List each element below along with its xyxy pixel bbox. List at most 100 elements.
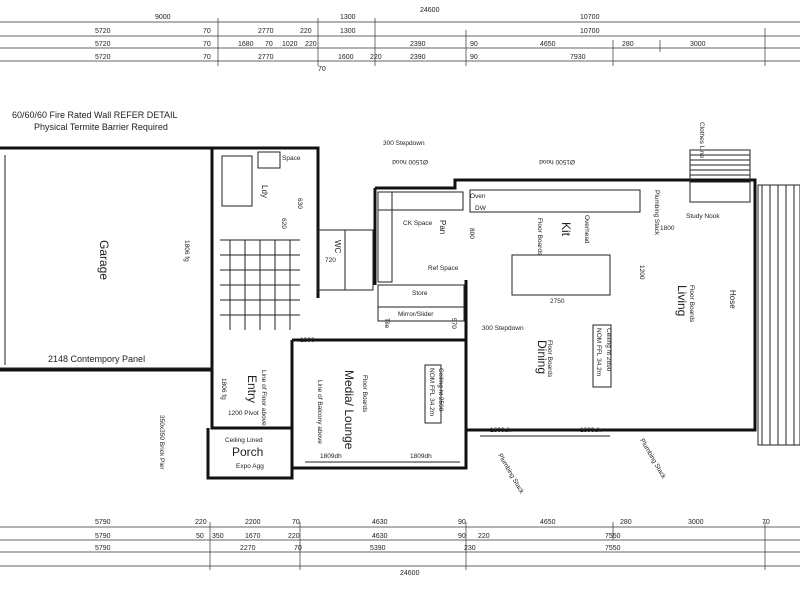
dim-bot-2-g: 90 (458, 533, 466, 540)
plumbing-stack-1: Plumbing Stack (496, 453, 525, 496)
dim-bot-2-h: 220 (478, 533, 490, 540)
dim-top-3-i: 4650 (540, 41, 556, 48)
living-ffl: NOM FFL 34.2m (595, 328, 602, 376)
room-oven: Oven (470, 193, 486, 200)
lounge-ffl: NOM FFL 34.2m (428, 368, 435, 416)
porch-ceiling: Ceiling Lined (225, 437, 263, 444)
dim-620: 620 (280, 218, 287, 229)
kit-floor: Floor Boards (536, 218, 543, 256)
entry-floor-above: Line of Floor above (260, 370, 267, 426)
dim-bot-2-b: 50 (196, 533, 204, 540)
dim-top-4-e: 1600 (338, 54, 354, 61)
kit-bench-dim: 2750 (550, 298, 565, 305)
dim-top-overall: 24600 (420, 7, 440, 14)
dim-bot-1-b: 220 (195, 519, 207, 526)
dim-top-3-d: 70 (265, 41, 273, 48)
garage-dim: 1806 fg (183, 240, 190, 262)
room-mirror: Mirror/Slider (398, 311, 434, 318)
dim-top-1-a: 9000 (155, 14, 171, 21)
dim-bot-1-d: 70 (292, 519, 300, 526)
stepdown-mid-note: 300 Stepdown (482, 325, 524, 332)
plumbing-stack-2: Plumbing Stack (638, 438, 667, 481)
lounge-ceiling: Ceiling ht 2590 (437, 368, 444, 412)
lounge-balcony: Line of Balcony above (316, 380, 323, 444)
clothes-line-note: Clothes Line (698, 122, 705, 159)
dining-floor: Floor Boards (546, 340, 553, 378)
window-dining-1: 1809dh (490, 427, 512, 434)
dim-bot-overall: 24600 (400, 570, 420, 577)
dim-bot-1-e: 4630 (372, 519, 388, 526)
dim-top-3-e: 1020 (282, 41, 298, 48)
dim-bot-1-f: 90 (458, 519, 466, 526)
dim-top-3-f: 220 (305, 41, 317, 48)
dim-top-2-a: 5720 (95, 28, 111, 35)
garage-panel-note: 2148 Contempory Panel (48, 354, 145, 364)
dim-top-3-h: 90 (470, 41, 478, 48)
window-lounge-1: 1809dh (320, 453, 342, 460)
room-lounge: Media/ Lounge (342, 370, 356, 450)
dim-bot-3-d: 5390 (370, 545, 386, 552)
dim-top-4-h: 90 (470, 54, 478, 61)
room-ldy: Ldy (260, 185, 269, 198)
dim-bot-2-f: 4630 (372, 533, 388, 540)
dim-720: 720 (325, 257, 336, 264)
room-living: Living (675, 285, 689, 316)
dim-top-3-c: 1680 (238, 41, 254, 48)
dim-top-3-k: 3000 (690, 41, 706, 48)
living-ceiling: Ceiling ht 2890 (605, 328, 612, 372)
room-dw: DW (475, 205, 487, 212)
dim-1200: 1200 (638, 265, 645, 280)
dim-1300: 1300 (300, 337, 315, 344)
room-garage: Garage (97, 240, 111, 280)
dim-top-4-i: 7930 (570, 54, 586, 61)
dim-bot-3-a: 5790 (95, 545, 111, 552)
room-pan: Pan (438, 220, 447, 234)
dim-top-3-a: 5720 (95, 41, 111, 48)
dim-bot-2-e: 220 (288, 533, 300, 540)
room-ref-space: Ref Space (428, 265, 459, 272)
dim-bot-1-g: 4650 (540, 519, 556, 526)
dim-top-1-b: 1300 (340, 14, 356, 21)
living-floor: Floor Boards (688, 285, 695, 323)
dim-top-4-f: 220 (370, 54, 382, 61)
room-kit: Kit (559, 222, 573, 237)
dim-bot-1-i: 3000 (688, 519, 704, 526)
room-wc: WC (333, 240, 342, 254)
dim-bot-1-a: 5790 (95, 519, 111, 526)
dim-top-2-b: 70 (203, 28, 211, 35)
entry-dim: 1806 fg (220, 378, 227, 400)
room-dining: Dining (535, 340, 549, 374)
termite-barrier-note: Physical Termite Barrier Required (34, 122, 168, 132)
hood-label-1: Ø1500 hood (392, 158, 428, 165)
plumbing-stack-3: Plumbing Stack (653, 190, 660, 236)
dim-bot-2-c: 350 (212, 533, 224, 540)
dim-top-1-c: 10700 (580, 14, 600, 21)
brick-pier-note: 350x350 Brick Pier (158, 415, 165, 470)
dim-bot-2-a: 5790 (95, 533, 111, 540)
dim-bot-3-c: 70 (294, 545, 302, 552)
dim-top-4-a: 5720 (95, 54, 111, 61)
room-study: Study Nook (686, 213, 720, 220)
room-ck-space: CK Space (403, 220, 433, 227)
room-entry: Entry (245, 375, 259, 403)
dim-bot-1-h: 280 (620, 519, 632, 526)
dim-top-4-d: 70 (318, 66, 326, 73)
dim-top-3-g: 2390 (410, 41, 426, 48)
room-space: Space (282, 155, 301, 162)
window-dining-2: 1809dh (580, 427, 602, 434)
room-porch: Porch (232, 445, 263, 459)
dim-top-3-j: 280 (622, 41, 634, 48)
porch-finish: Expo Agg (236, 463, 264, 470)
dim-bot-2-i: 7550 (605, 533, 621, 540)
dim-bot-3-b: 2270 (240, 545, 256, 552)
dim-630: 630 (296, 198, 303, 209)
dim-bot-1-j: 70 (762, 519, 770, 526)
room-tile: Tile (383, 318, 390, 329)
dim-top-4-b: 70 (203, 54, 211, 61)
dim-top-2-f: 10700 (580, 28, 600, 35)
dim-top-3-b: 70 (203, 41, 211, 48)
lounge-floor: Floor Boards (361, 375, 368, 413)
room-store: Store (412, 290, 428, 297)
dim-top-4-g: 2390 (410, 54, 426, 61)
